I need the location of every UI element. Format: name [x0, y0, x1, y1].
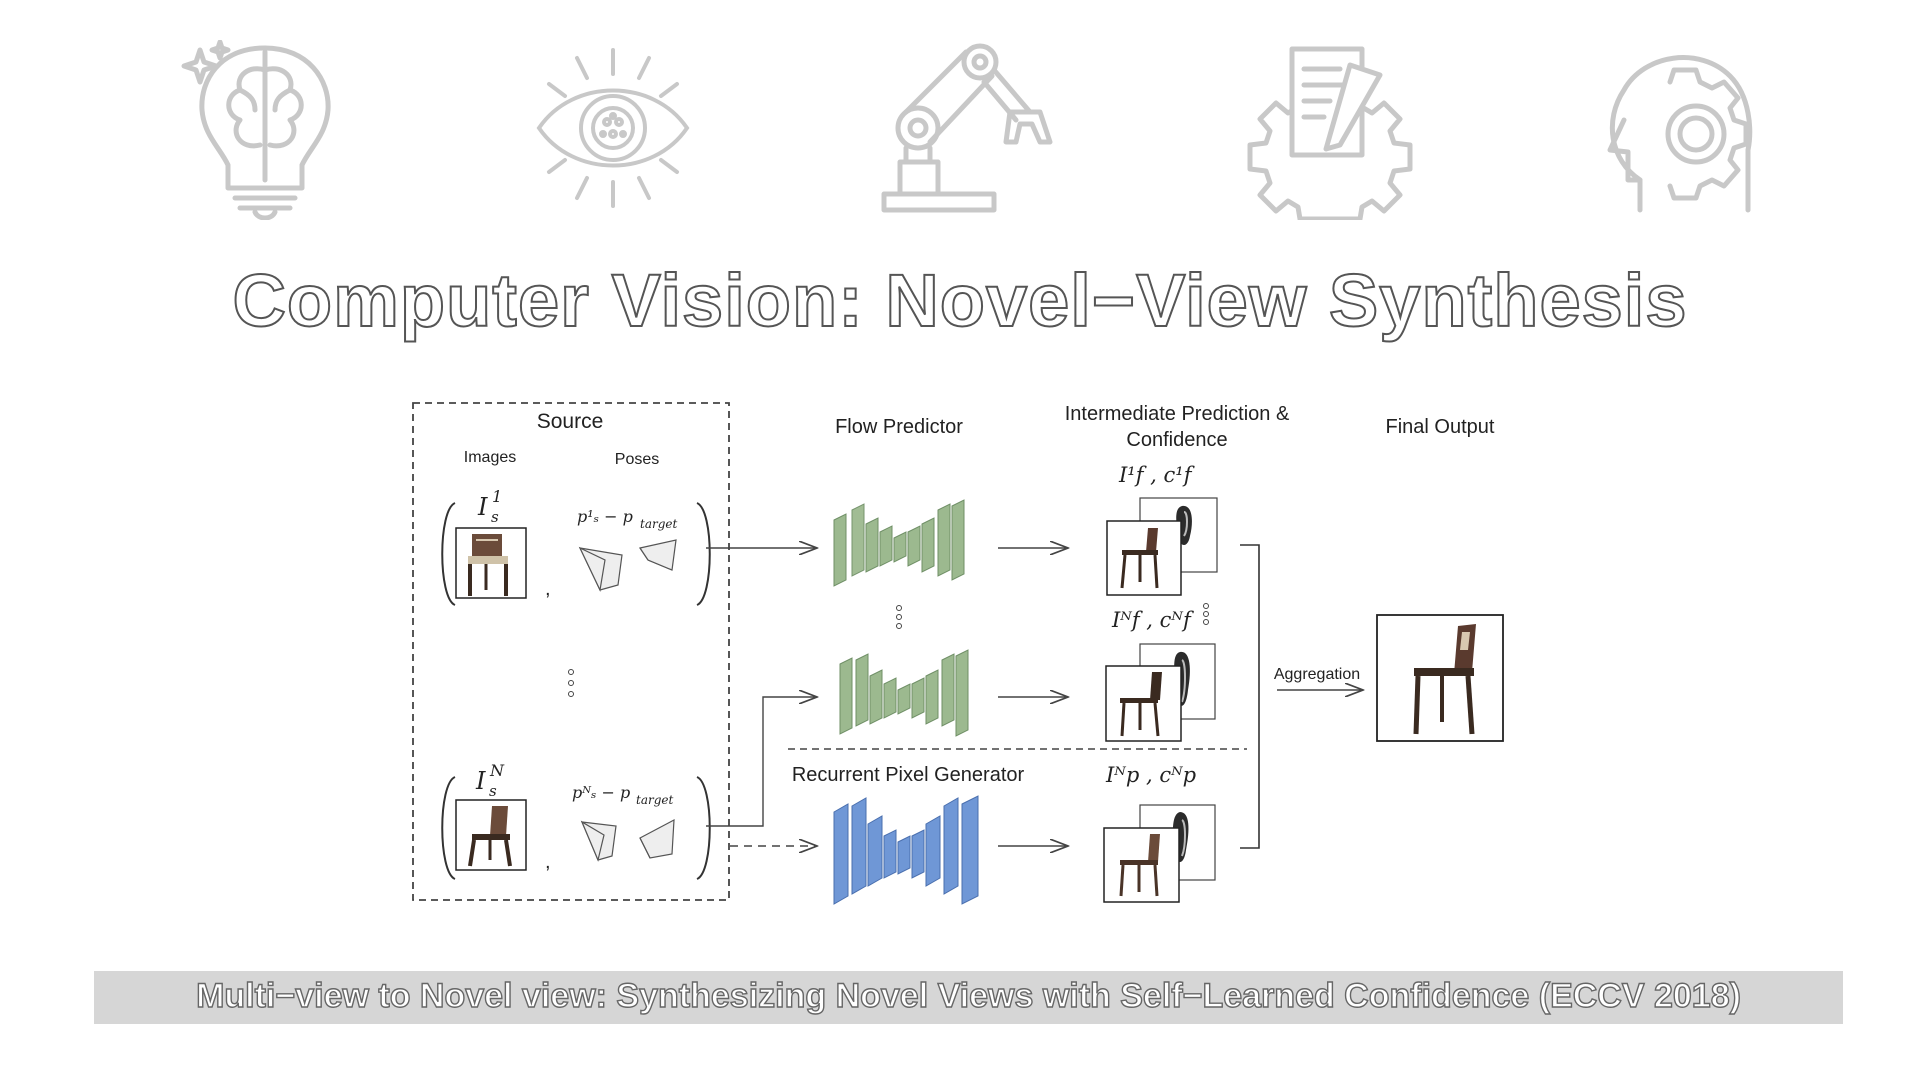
- head-gear-icon: [1607, 55, 1753, 213]
- flow-1-label: I¹f , c¹f: [1118, 463, 1195, 487]
- aggregation-bracket: [1240, 544, 1260, 849]
- flow-predictor-label: Flow Predictor: [835, 416, 963, 438]
- pose-1-frustums: [578, 539, 677, 592]
- poses-label: Poses: [615, 451, 659, 468]
- source-image-n-symbol: I: [475, 767, 486, 795]
- caption-text: Multi−view to Novel view: Synthesizing N…: [195, 976, 1741, 1015]
- source-chair-image-n: [455, 799, 527, 871]
- pixel-n-label: Iᴺp , cᴺp: [1105, 763, 1196, 787]
- pixel-n-prediction-images: [1103, 804, 1216, 903]
- source-chair-image-1: [455, 527, 527, 599]
- flow-ellipsis: [896, 605, 902, 629]
- source-image-n-sup: N: [489, 761, 505, 780]
- page-title: Computer Vision: Novel−View Synthesis: [231, 258, 1688, 343]
- final-output-image: [1376, 614, 1504, 742]
- svg-text:,: ,: [545, 851, 551, 873]
- images-label: Images: [464, 449, 516, 466]
- final-output-label: Final Output: [1386, 416, 1495, 438]
- source-image-1-sup: 1: [492, 487, 502, 506]
- pose-1-sub: target: [640, 517, 677, 531]
- robot-arm-icon: [881, 43, 1053, 213]
- pose-1-label: p¹ₛ − p: [577, 507, 633, 526]
- recurrent-pixel-generator-label: Recurrent Pixel Generator: [792, 764, 1025, 786]
- source-ellipsis: [568, 669, 574, 697]
- intermediate-label-line2: Confidence: [1126, 429, 1227, 451]
- flow-n-prediction-images: [1105, 643, 1216, 742]
- network-to-prediction-arrows: [998, 548, 1068, 846]
- source-image-n-sub: s: [489, 782, 497, 800]
- caption-bar: Multi−view to Novel view: Synthesizing N…: [94, 971, 1843, 1024]
- aggregation-label: Aggregation: [1274, 666, 1360, 683]
- source-image-1-symbol: I: [477, 493, 488, 521]
- document-gear-icon: [1247, 46, 1413, 220]
- recurrent-pixel-generator-network: [833, 795, 979, 905]
- pose-n-frustums: [580, 818, 675, 862]
- eye-icon: [536, 48, 690, 208]
- flow-1-prediction-images: [1106, 497, 1218, 596]
- icon-row: [0, 0, 1920, 230]
- intermediate-label-line1: Intermediate Prediction &: [1065, 403, 1290, 425]
- flow-n-ellipsis: [1203, 603, 1209, 625]
- pose-n-sub: target: [636, 793, 673, 807]
- source-to-flow-arrows: [706, 548, 817, 846]
- pose-n-label: pᴺₛ − p: [572, 783, 630, 802]
- source-image-1-sub: s: [491, 508, 499, 526]
- flow-predictor-network-1: [833, 499, 965, 587]
- svg-text:,: ,: [545, 578, 551, 600]
- flow-predictor-network-n: [839, 649, 969, 737]
- source-label: Source: [537, 410, 604, 433]
- pipeline-diagram: Source Images Poses I 1 s , p¹ₛ − p targ…: [412, 402, 1504, 905]
- brain-lightbulb-icon: [181, 40, 331, 220]
- flow-n-label: Iᴺf , cᴺf: [1111, 608, 1194, 632]
- source-box: [412, 402, 730, 901]
